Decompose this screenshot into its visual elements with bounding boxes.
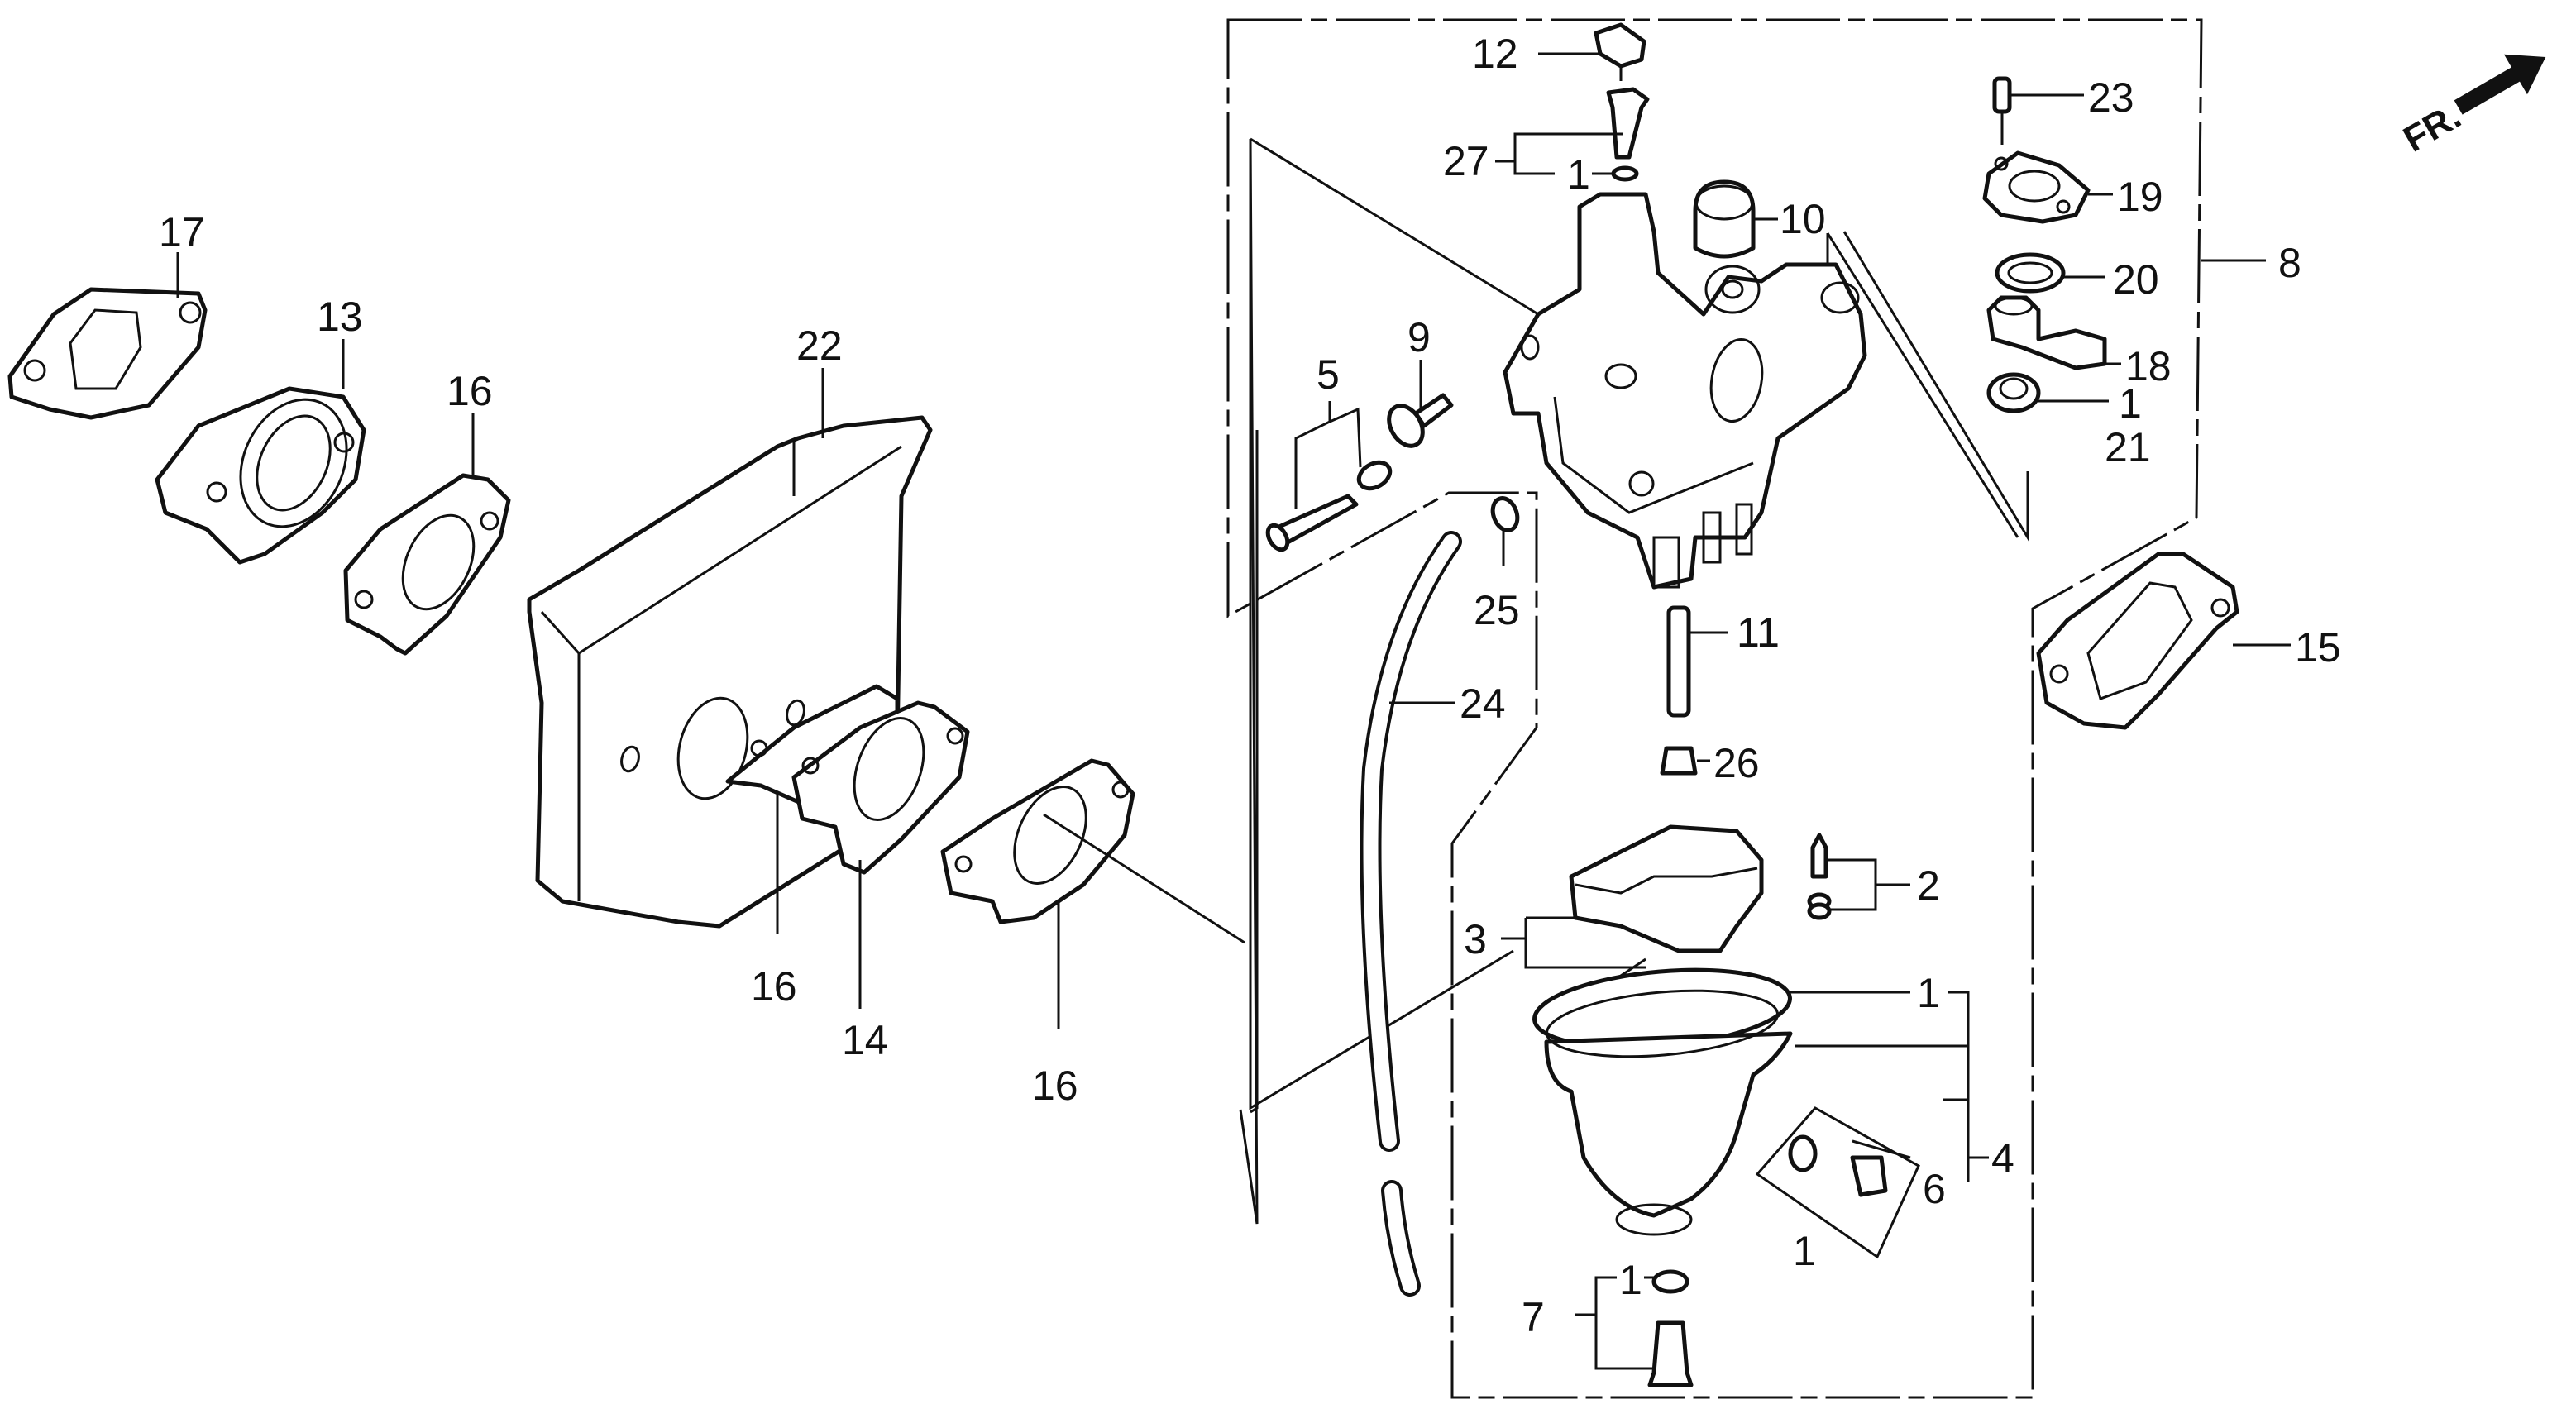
callout-1-b: 1 bbox=[1917, 970, 1940, 1016]
nozzle-11 bbox=[1666, 605, 1691, 718]
fuel-cut-knob-12 bbox=[1594, 22, 1646, 81]
main-jet-26 bbox=[1660, 746, 1698, 776]
callout-14: 14 bbox=[842, 1017, 888, 1063]
insulator-14 bbox=[791, 700, 970, 875]
float-valve-set-2 bbox=[1807, 833, 1832, 920]
gasket-15 bbox=[2036, 552, 2239, 730]
callout-1-a: 1 bbox=[1567, 151, 1590, 198]
lever-18 bbox=[1986, 295, 2107, 370]
callout-10: 10 bbox=[1780, 196, 1826, 242]
callout-25: 25 bbox=[1474, 587, 1520, 633]
callout-27: 27 bbox=[1443, 138, 1489, 184]
screw-9 bbox=[1387, 393, 1454, 448]
callout-4: 4 bbox=[1991, 1135, 2014, 1182]
float-set-3 bbox=[1569, 824, 1764, 994]
callout-20: 20 bbox=[2113, 256, 2159, 303]
callout-17: 17 bbox=[159, 209, 205, 255]
callout-3: 3 bbox=[1464, 916, 1487, 962]
callout-2: 2 bbox=[1917, 862, 1940, 909]
leader-3 bbox=[1501, 916, 1646, 969]
callout-16-b: 16 bbox=[751, 963, 797, 1010]
group-outline-carburetor-inner bbox=[1249, 139, 1514, 1110]
screw-23 bbox=[1992, 76, 2012, 145]
callout-13: 13 bbox=[317, 294, 363, 340]
callout-1-d: 1 bbox=[1619, 1257, 1642, 1303]
cap-10 bbox=[1693, 179, 1756, 259]
packing-20 bbox=[1995, 252, 2066, 294]
leader-5 bbox=[1294, 401, 1362, 509]
valve-27 bbox=[1606, 87, 1650, 182]
callout-1-e: 1 bbox=[2119, 380, 2142, 427]
callout-6: 6 bbox=[1923, 1166, 1946, 1212]
callout-26: 26 bbox=[1713, 740, 1760, 786]
leader-27 bbox=[1495, 132, 1623, 175]
pilot-screw-set-5 bbox=[1265, 460, 1393, 552]
gasket-17 bbox=[7, 287, 208, 420]
callout-18: 18 bbox=[2125, 343, 2172, 389]
callout-5: 5 bbox=[1317, 351, 1340, 398]
bolt-set-7 bbox=[1647, 1269, 1694, 1387]
callout-21: 21 bbox=[2105, 424, 2151, 470]
callout-23: 23 bbox=[2088, 74, 2134, 121]
leader-7 bbox=[1575, 1276, 1654, 1370]
front-direction-arrow-icon bbox=[2454, 54, 2546, 115]
leader-2 bbox=[1828, 858, 1910, 911]
callout-7: 7 bbox=[1522, 1294, 1545, 1340]
insulator-13 bbox=[155, 386, 366, 565]
clip-25 bbox=[1490, 496, 1520, 532]
callout-16-c: 16 bbox=[1032, 1063, 1078, 1109]
callout-8: 8 bbox=[2278, 240, 2301, 286]
float-chamber-4 bbox=[1532, 967, 1793, 1236]
leader-4 bbox=[1795, 991, 1989, 1182]
leader-16-c-to-block bbox=[1043, 813, 1245, 944]
group-outline-carburetor bbox=[1239, 137, 1539, 1225]
callout-1-c: 1 bbox=[1793, 1228, 1816, 1274]
callout-11: 11 bbox=[1737, 609, 1780, 656]
gasket-16-a bbox=[343, 473, 511, 656]
front-direction-indicator: FR. bbox=[2397, 54, 2546, 160]
callout-22: 22 bbox=[796, 322, 843, 369]
callout-19: 19 bbox=[2117, 174, 2163, 220]
group-outline-lever bbox=[1842, 231, 2029, 542]
callout-16-a: 16 bbox=[447, 368, 493, 414]
callout-24: 24 bbox=[1460, 681, 1506, 727]
drain-screw-set-6 bbox=[1755, 1106, 1920, 1259]
carburetor-body bbox=[1503, 192, 1867, 590]
leader-6 bbox=[1852, 1139, 1911, 1159]
fuel-tube-24 bbox=[1360, 531, 1462, 1297]
seal-21 bbox=[1986, 372, 2041, 413]
callout-9: 9 bbox=[1407, 314, 1431, 361]
gasket-16-c bbox=[940, 758, 1135, 924]
holder-19 bbox=[1982, 150, 2091, 224]
callout-15: 15 bbox=[2295, 624, 2341, 671]
group-outline-8 bbox=[1226, 18, 2203, 1399]
callout-12: 12 bbox=[1472, 31, 1518, 77]
